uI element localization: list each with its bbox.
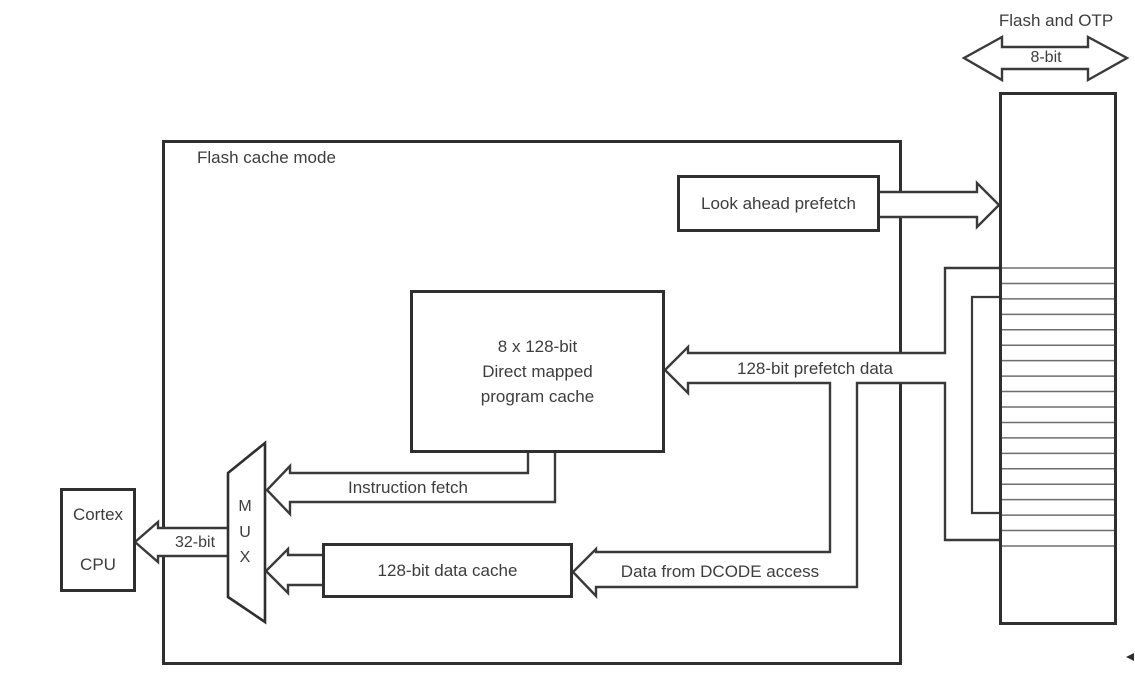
instruction-fetch-arrow <box>265 453 557 517</box>
flash-cache-mode-box <box>162 140 902 665</box>
data-cache-label: 128-bit data cache <box>377 560 518 580</box>
flash-title: Flash and OTP <box>998 11 1114 30</box>
cpu-label-line2: CPU <box>80 555 116 574</box>
program-cache-box: 8 x 128-bit Direct mapped program cache <box>410 290 665 453</box>
flash-and-otp-box <box>999 92 1117 625</box>
flash-bus-width-label: 8-bit <box>1030 49 1062 66</box>
look-ahead-to-flash-arrow <box>880 180 1001 230</box>
dcode-access-label: Data from DCODE access <box>620 562 820 581</box>
cortex-cpu-box: Cortex CPU <box>60 488 136 592</box>
instruction-fetch-label: Instruction fetch <box>347 478 468 497</box>
data-cache-box: 128-bit data cache <box>322 543 573 598</box>
mux-label: M U X <box>238 498 252 566</box>
cursor-artifact <box>1126 653 1134 661</box>
flash-row-window-bracket <box>970 295 999 515</box>
cpu-label-line1: Cortex <box>72 505 124 524</box>
outer-box-title: Flash cache mode <box>197 148 336 167</box>
prefetch-and-dcode-arrow <box>571 266 999 599</box>
look-ahead-label: Look ahead prefetch <box>700 193 856 213</box>
mux-shape <box>226 440 267 625</box>
program-cache-label: 8 x 128-bit Direct mapped program cache <box>480 337 595 406</box>
flash-bus-arrow <box>961 34 1130 83</box>
flash-row-lines <box>1000 267 1116 547</box>
cpu-bus-width-label: 32-bit <box>174 534 216 551</box>
data-cache-to-mux-arrow <box>264 546 323 596</box>
look-ahead-prefetch-box: Look ahead prefetch <box>677 175 880 232</box>
prefetch-data-label: 128-bit prefetch data <box>737 359 893 378</box>
